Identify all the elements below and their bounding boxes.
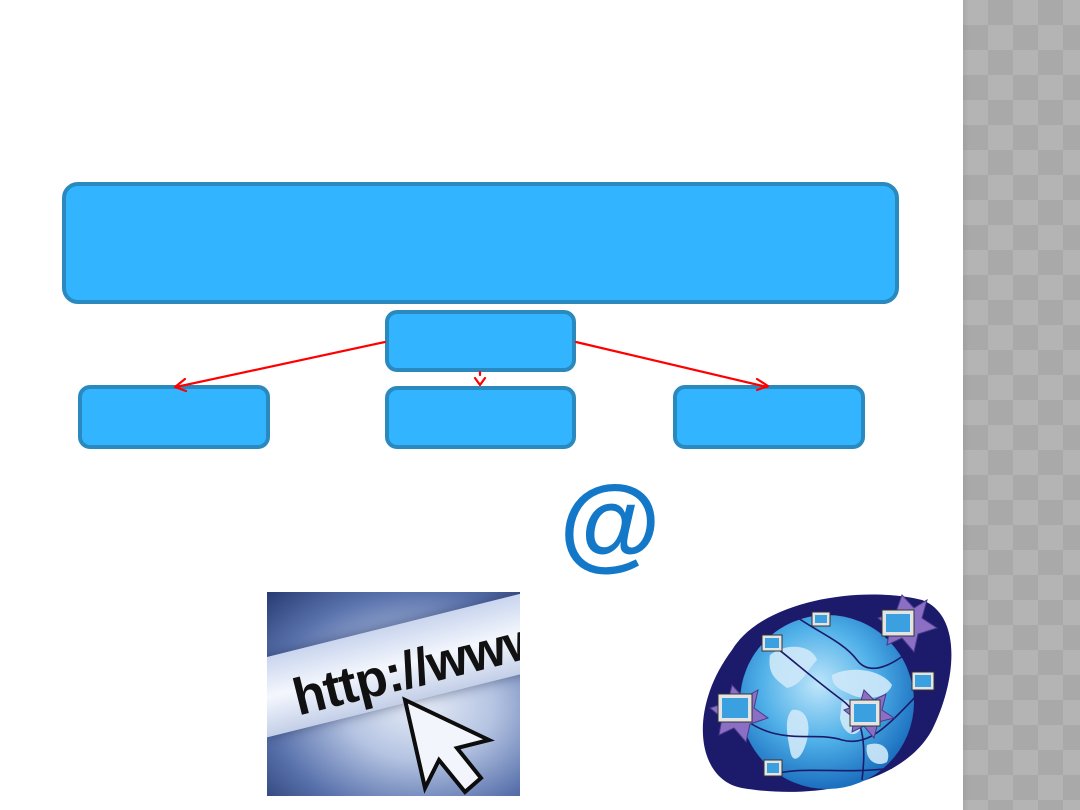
bottom-box-right	[673, 385, 865, 449]
bottom-box-left	[78, 385, 270, 449]
slide: @ http://www	[62, 182, 952, 796]
arrow-right	[574, 340, 769, 389]
at-sign-icon: @	[559, 464, 661, 581]
top-box	[62, 182, 899, 304]
bottom-box-center	[385, 386, 576, 449]
mouse-cursor-icon	[402, 696, 495, 795]
arrow-left	[174, 340, 387, 389]
browser-url-bar-image: http://www	[267, 592, 520, 796]
middle-box	[385, 310, 576, 372]
globe-network-image	[702, 594, 952, 792]
decorative-side-strip	[963, 0, 1080, 810]
